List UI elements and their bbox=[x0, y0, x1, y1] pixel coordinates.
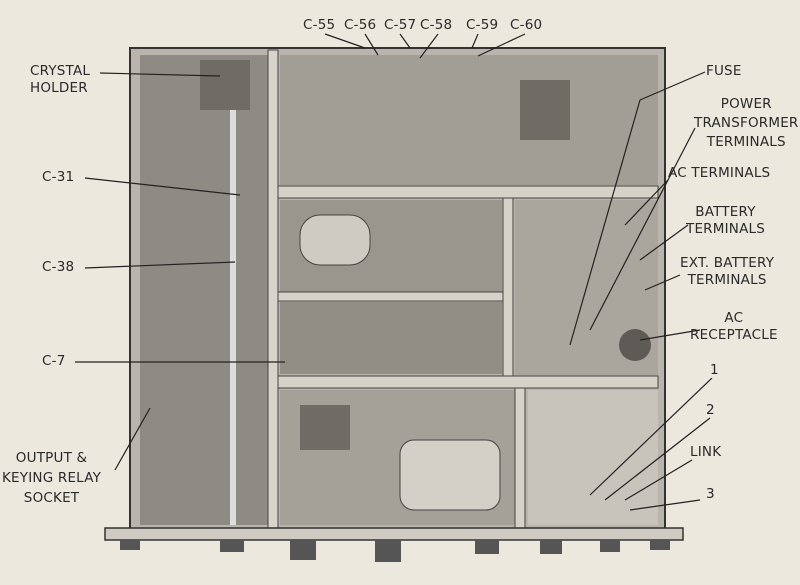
label-line: RECEPTACLE bbox=[690, 327, 778, 343]
label-ac-terminals: AC TERMINALS bbox=[668, 165, 771, 181]
label-c56: C-56 bbox=[344, 17, 377, 33]
label-ext-battery-terminals: EXT. BATTERY TERMINALS bbox=[680, 255, 774, 289]
label-line: SOCKET bbox=[23, 490, 80, 506]
label-line: AC bbox=[724, 310, 744, 326]
label-output-socket: OUTPUT & KEYING RELAY SOCKET bbox=[2, 448, 101, 508]
label-line: TERMINALS bbox=[687, 272, 767, 288]
label-power-transformer: POWER TRANSFORMER TERMINALS bbox=[694, 95, 799, 152]
label-line: BATTERY bbox=[695, 204, 756, 220]
label-c38: C-38 bbox=[42, 259, 75, 275]
label-line: TERMINALS bbox=[706, 134, 786, 150]
label-line: TRANSFORMER bbox=[694, 115, 799, 131]
label-link: LINK bbox=[690, 444, 722, 460]
label-c55: C-55 bbox=[303, 17, 336, 33]
label-line: OUTPUT & bbox=[15, 450, 88, 466]
label-2: 2 bbox=[706, 402, 715, 418]
label-line: POWER bbox=[720, 96, 772, 112]
label-crystal-holder: CRYSTAL HOLDER bbox=[30, 63, 90, 97]
label-1: 1 bbox=[710, 362, 719, 378]
label-3: 3 bbox=[706, 486, 715, 502]
label-fuse: FUSE bbox=[706, 63, 742, 79]
feet bbox=[120, 540, 670, 562]
chassis bbox=[104, 47, 684, 541]
label-c60: C-60 bbox=[510, 17, 543, 33]
label-c59: C-59 bbox=[466, 17, 499, 33]
label-line: EXT. BATTERY bbox=[680, 255, 775, 271]
label-ac-receptacle: AC RECEPTACLE bbox=[690, 310, 778, 344]
label-c31: C-31 bbox=[42, 169, 75, 185]
label-c57: C-57 bbox=[384, 17, 417, 33]
label-line: TERMINALS bbox=[686, 221, 766, 237]
label-line: CRYSTAL bbox=[30, 63, 91, 79]
label-c7: C-7 bbox=[42, 353, 66, 369]
label-line: HOLDER bbox=[30, 80, 88, 96]
label-line: KEYING RELAY bbox=[2, 470, 102, 486]
leader-lines bbox=[75, 33, 713, 511]
label-battery-terminals: BATTERY TERMINALS bbox=[686, 204, 765, 238]
label-c58: C-58 bbox=[420, 17, 453, 33]
